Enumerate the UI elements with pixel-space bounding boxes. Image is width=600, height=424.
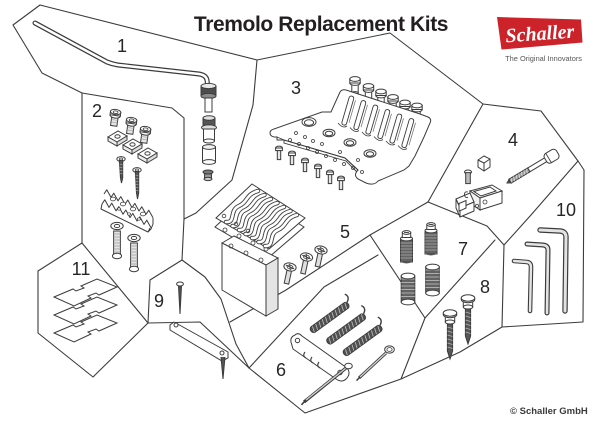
svg-text:10: 10 — [556, 200, 576, 220]
svg-text:6: 6 — [276, 360, 286, 380]
svg-text:© Schaller GmbH: © Schaller GmbH — [510, 406, 588, 417]
svg-text:1: 1 — [117, 36, 127, 56]
svg-text:3: 3 — [291, 78, 301, 98]
svg-text:7: 7 — [458, 239, 468, 259]
svg-text:11: 11 — [72, 259, 91, 279]
svg-text:2: 2 — [92, 101, 102, 121]
svg-text:Schaller: Schaller — [505, 21, 575, 48]
svg-text:9: 9 — [154, 291, 164, 311]
svg-text:4: 4 — [508, 130, 518, 150]
svg-text:The Original Innovators: The Original Innovators — [505, 54, 582, 63]
svg-text:8: 8 — [480, 277, 490, 297]
svg-text:Tremolo Replacement Kits: Tremolo Replacement Kits — [194, 13, 448, 36]
svg-text:5: 5 — [340, 222, 350, 242]
